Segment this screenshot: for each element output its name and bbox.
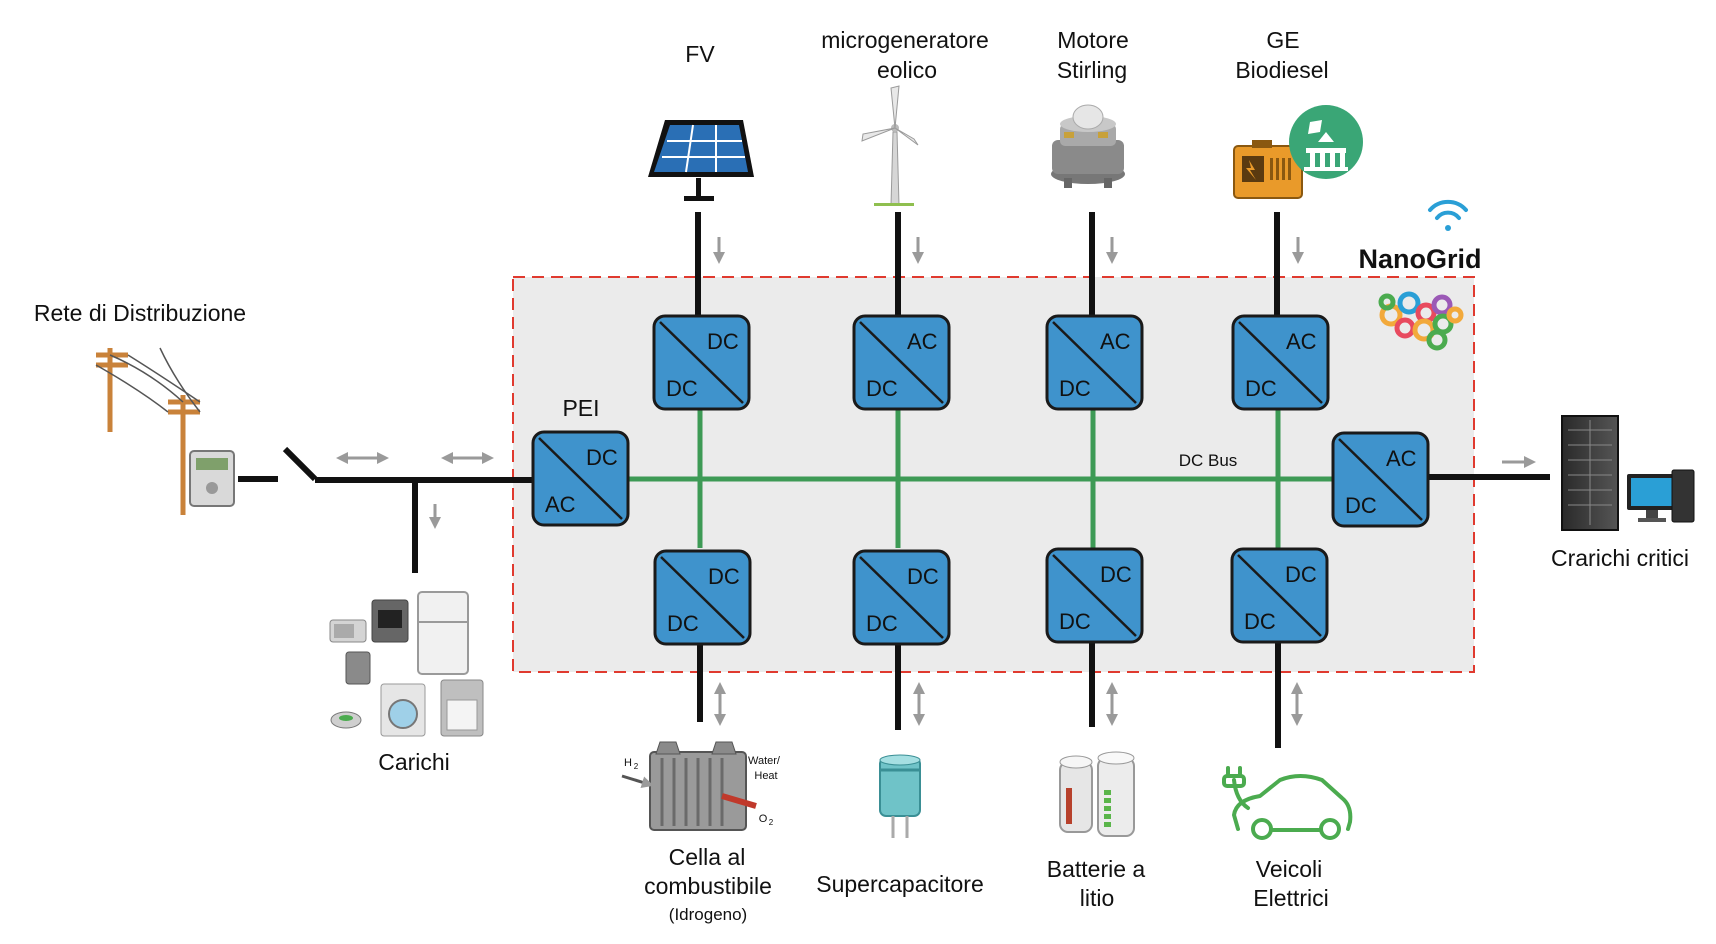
converter-top-label: AC <box>1100 329 1131 354</box>
source-label-fv: FV <box>685 41 715 67</box>
converter-storage-supercap: DC DC <box>852 549 951 646</box>
battery-icon <box>1059 751 1135 837</box>
gears-icon <box>1378 291 1464 351</box>
pei-label: PEI <box>562 395 599 421</box>
critical-loads-label: Crarichi critici <box>1551 545 1689 571</box>
loads-label: Carichi <box>378 749 450 775</box>
converter-top-label: AC <box>1386 446 1417 471</box>
fuel-cell-o2-sub: 2 <box>769 818 774 827</box>
converter-bottom-label: DC <box>1345 493 1377 518</box>
converter-storage-battery: DC DC <box>1045 547 1144 644</box>
storage-label-fuelcell-2: combustibile <box>644 873 772 899</box>
converter-bottom-label: DC <box>667 611 699 636</box>
source-label-wind-2: eolico <box>877 57 937 83</box>
appliances-icon <box>329 591 484 737</box>
converter-bottom-label: DC <box>866 376 898 401</box>
computer-icon <box>1627 469 1695 523</box>
converter-bottom-label: DC <box>1059 609 1091 634</box>
converter-top-label: DC <box>708 564 740 589</box>
source-label-ge-1: GE <box>1266 27 1299 53</box>
source-label-stirling-2: Stirling <box>1057 57 1127 83</box>
storage-label-ev-1: Veicoli <box>1256 856 1322 882</box>
fuel-cell-h2-label: H <box>624 757 632 769</box>
converter-top-label: AC <box>907 329 938 354</box>
converter-storage-fuelcell: DC DC <box>653 549 752 646</box>
converter-bottom-label: DC <box>1244 609 1276 634</box>
converter-source-biodiesel: AC DC <box>1231 314 1330 411</box>
fuel-cell-heat-label: Heat <box>754 770 777 782</box>
converter-top-label: DC <box>1285 562 1317 587</box>
supercapacitor-icon <box>879 754 921 838</box>
converter-pei: DC AC <box>531 430 630 527</box>
flow-arrows <box>336 237 1536 726</box>
converter-source-wind: AC DC <box>852 314 951 411</box>
wifi-icon <box>1428 199 1468 231</box>
nanogrid-title: NanoGrid <box>1358 244 1481 274</box>
converter-top-label: DC <box>1100 562 1132 587</box>
storage-label-battery-1: Batterie a <box>1047 856 1146 882</box>
converter-bottom-label: DC <box>666 376 698 401</box>
source-lines <box>238 212 1550 748</box>
converter-bottom-label: DC <box>1059 376 1091 401</box>
converter-bottom-label: DC <box>866 611 898 636</box>
dc-bus-label: DC Bus <box>1179 451 1238 470</box>
storage-label-fuelcell-sub: (Idrogeno) <box>669 905 747 924</box>
converter-top-label: DC <box>907 564 939 589</box>
converter-top-label: AC <box>1286 329 1317 354</box>
grid-label: Rete di Distribuzione <box>34 300 246 326</box>
converter-bottom-label: DC <box>1245 376 1277 401</box>
converter-source-fv: DC DC <box>652 314 751 411</box>
storage-label-ev-2: Elettrici <box>1253 885 1328 911</box>
server-icon <box>1561 415 1619 531</box>
fuel-cell-o2-label: O <box>759 813 768 825</box>
generator-icon <box>1233 140 1303 199</box>
wind-turbine-icon <box>861 85 919 206</box>
source-label-wind-1: microgeneratore <box>821 27 988 53</box>
solar-panel-icon <box>648 120 754 201</box>
converter-top-label: DC <box>586 445 618 470</box>
source-label-stirling-1: Motore <box>1057 27 1129 53</box>
biodiesel-badge-icon <box>1289 105 1363 179</box>
converter-storage-ev: DC DC <box>1230 547 1329 644</box>
fuel-cell-h2-sub: 2 <box>634 762 639 771</box>
converter-source-stirling: AC DC <box>1045 314 1144 411</box>
fuel-cell-water-label: Water/ <box>748 755 781 767</box>
converter-bottom-label: AC <box>545 492 576 517</box>
dc-bus <box>628 408 1333 548</box>
stirling-engine-icon <box>1051 104 1125 188</box>
storage-label-fuelcell-1: Cella al <box>669 844 746 870</box>
converter-output: AC DC <box>1331 431 1430 528</box>
storage-label-supercap: Supercapacitore <box>816 871 984 897</box>
power-pole-icon <box>95 347 201 515</box>
electric-meter-icon <box>189 450 235 507</box>
source-label-ge-2: Biodiesel <box>1235 57 1328 83</box>
fuel-cell-icon: H 2 Water/ Heat O 2 <box>621 741 781 831</box>
ev-car-icon <box>1222 766 1353 840</box>
converter-top-label: DC <box>707 329 739 354</box>
storage-label-battery-2: litio <box>1080 885 1115 911</box>
